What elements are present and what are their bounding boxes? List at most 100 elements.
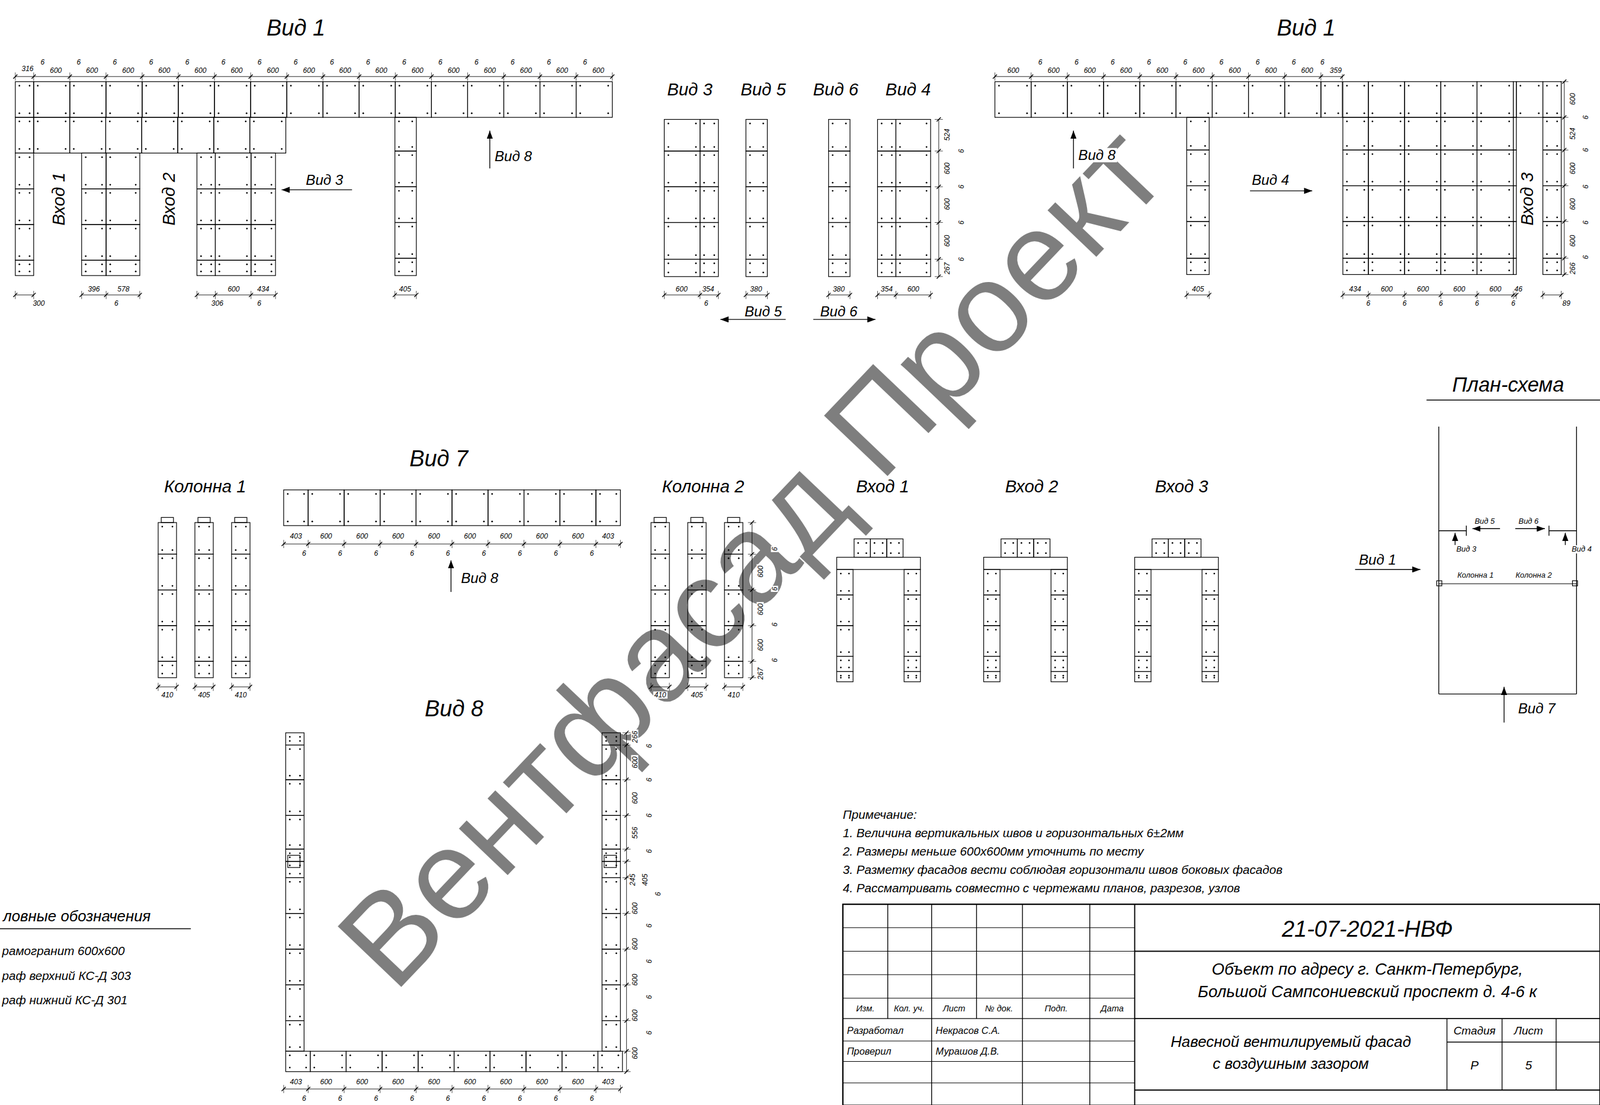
panel-outline	[983, 625, 1001, 657]
fixing-dot	[1062, 674, 1065, 677]
fixing-dot	[1508, 216, 1510, 219]
fixing-dot	[1556, 253, 1558, 256]
fixing-dot	[1004, 552, 1006, 554]
panel-outline	[81, 152, 107, 189]
fixing-dot	[1472, 153, 1474, 156]
dimension-line	[828, 294, 851, 296]
fixing-dot	[161, 592, 164, 595]
fixing-dot	[1190, 120, 1192, 123]
dimension-extension	[139, 290, 140, 300]
fixing-dot	[543, 112, 545, 115]
fixing-dot	[198, 525, 201, 528]
fixing-dot	[455, 520, 458, 523]
dimension-extension	[69, 72, 70, 81]
drawing-label: 578	[116, 284, 131, 293]
drawing-label: 600	[265, 66, 281, 75]
panel-outline	[903, 625, 921, 657]
fixing-dot	[845, 190, 848, 192]
fixing-dot	[915, 628, 917, 631]
fixing-dot	[1345, 145, 1348, 147]
fixing-dot	[1408, 180, 1410, 183]
fixing-dot	[839, 572, 842, 575]
fixing-dot	[137, 112, 140, 115]
fixing-dot	[286, 520, 289, 523]
drawing-label: Разработал	[845, 1025, 905, 1036]
panel-outline	[33, 81, 70, 118]
fixing-dot	[181, 120, 184, 123]
fixing-dot	[1243, 84, 1246, 87]
fixing-dot	[1205, 651, 1208, 653]
fixing-dot	[1205, 666, 1208, 669]
fixing-dot	[848, 659, 851, 662]
fixing-dot	[36, 112, 39, 115]
fixing-dot	[289, 979, 291, 982]
fixing-dot	[1399, 216, 1402, 219]
dimension-extension	[451, 1084, 453, 1093]
dimension-extension	[622, 815, 631, 816]
column-cap	[653, 517, 667, 523]
drawing-label: 6	[401, 58, 407, 66]
panel-outline	[601, 948, 621, 985]
fixing-dot	[995, 598, 997, 601]
fixing-dot	[831, 122, 834, 125]
fixing-dot	[1371, 253, 1374, 256]
title-block-line	[1501, 1018, 1503, 1090]
panel-outline	[1186, 117, 1210, 150]
fixing-dot	[318, 112, 320, 115]
panel-outline	[285, 984, 304, 1021]
fixing-dot	[1190, 269, 1192, 272]
fixing-dot	[498, 84, 501, 87]
legend-text: раф верхний КС-Д 303	[1, 969, 131, 982]
fixing-dot	[615, 872, 618, 875]
panel-outline	[1513, 186, 1517, 222]
fixing-dot	[605, 1015, 608, 1018]
fixing-dot	[171, 549, 174, 551]
dimension-extension	[286, 72, 288, 81]
fixing-dot	[556, 1054, 559, 1057]
fixing-dot	[654, 549, 657, 551]
dimension-extension	[934, 258, 944, 260]
fixing-dot	[1137, 674, 1140, 677]
fixing-dot	[108, 84, 111, 87]
drawing-label: 600	[302, 66, 317, 75]
panel-outline	[1186, 221, 1210, 259]
fixing-dot	[84, 270, 87, 273]
fixing-dot	[607, 112, 609, 115]
plan-outline	[1438, 426, 1439, 694]
fixing-dot	[703, 154, 705, 156]
fixing-dot	[1213, 674, 1215, 677]
fixing-dot	[555, 492, 557, 495]
dimension-extension	[1284, 72, 1285, 81]
fixing-dot	[374, 520, 377, 523]
panel-outline	[1342, 186, 1369, 222]
dimension-line	[15, 76, 613, 78]
panel-outline	[1139, 81, 1176, 118]
fixing-dot	[1399, 224, 1402, 227]
fixing-dot	[986, 590, 989, 592]
fixing-dot	[289, 988, 291, 990]
panel-outline	[576, 81, 613, 118]
panel-outline	[828, 119, 851, 152]
fixing-dot	[1205, 572, 1208, 575]
fixing-dot	[873, 542, 876, 544]
fixing-dot	[289, 739, 291, 742]
fixing-dot	[299, 880, 301, 883]
fixing-dot	[1345, 224, 1348, 227]
fixing-dot	[245, 592, 248, 595]
fixing-dot	[198, 620, 201, 623]
fixing-dot	[995, 620, 997, 623]
fixing-dot	[491, 492, 493, 495]
fixing-dot	[615, 818, 618, 821]
fixing-dot	[1028, 542, 1031, 544]
dimension-extension	[379, 1084, 381, 1093]
panel-outline	[837, 625, 854, 657]
fixing-dot	[703, 271, 705, 274]
fixing-dot	[915, 674, 917, 677]
fixing-dot	[1508, 180, 1510, 183]
dimension-extension	[828, 290, 829, 300]
fixing-dot	[1163, 552, 1166, 554]
fixing-dot	[831, 262, 834, 265]
fixing-dot	[18, 112, 21, 115]
drawing-label: 6	[1073, 58, 1080, 66]
fixing-dot	[986, 676, 989, 679]
